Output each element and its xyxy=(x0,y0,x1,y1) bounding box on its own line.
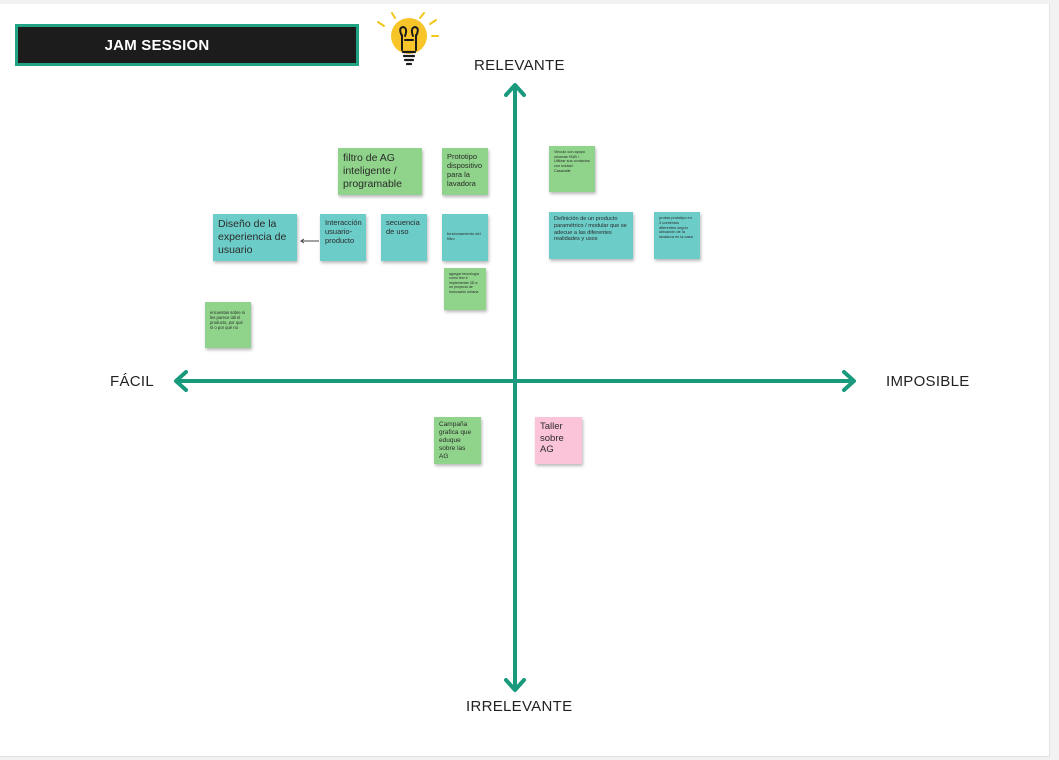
axis-label-top: RELEVANTE xyxy=(474,57,565,74)
board-title-frame[interactable]: JAM SESSION xyxy=(15,24,359,66)
axis-label-left: FÁCIL xyxy=(110,373,155,390)
board-title: JAM SESSION xyxy=(104,36,210,54)
sticky-note-filtro[interactable]: filtro de AG inteligente / programable xyxy=(338,148,422,195)
sticky-note-probar[interactable]: probar prototipo en 3 contextos diferent… xyxy=(654,212,700,259)
axis-label-right: IMPOSIBLE xyxy=(886,373,970,390)
arrow-right xyxy=(842,370,856,392)
arrow-up xyxy=(504,83,526,97)
axis-label-bottom: IRRELEVANTE xyxy=(466,698,573,715)
sticky-note-agregar[interactable]: agregar tecnología como leer e implement… xyxy=(444,268,486,310)
sticky-note-encuestas[interactable]: encuestas sobre si les parece útil el pr… xyxy=(205,302,251,348)
sticky-note-secuencia[interactable]: secuencia de uso xyxy=(381,214,427,261)
lightbulb-icon xyxy=(377,12,439,66)
sticky-note-prototipo[interactable]: Prototipo dispositivo para la lavadora xyxy=(442,148,488,195)
sticky-note-interaccion[interactable]: Interacción usuario-producto xyxy=(320,214,366,261)
sticky-note-campana[interactable]: Campaña grafica que eduque sobre las AG xyxy=(434,417,481,464)
arrow-left xyxy=(174,370,188,392)
sticky-note-taller[interactable]: Taller sobre AG xyxy=(535,417,582,464)
arrow-down xyxy=(504,678,526,692)
connector-arrow xyxy=(300,238,319,244)
sticky-note-funcionamiento[interactable]: funcionamiento del filtro xyxy=(442,214,488,261)
sticky-note-diseno[interactable]: Diseño de la experiencia de usuario xyxy=(213,214,297,261)
sticky-note-definicion[interactable]: Definición de un producto paramétrico / … xyxy=(549,212,633,259)
sticky-note-vinculo[interactable]: Vinculo con apoyo urbanas HUB / Utilizar… xyxy=(549,146,595,192)
